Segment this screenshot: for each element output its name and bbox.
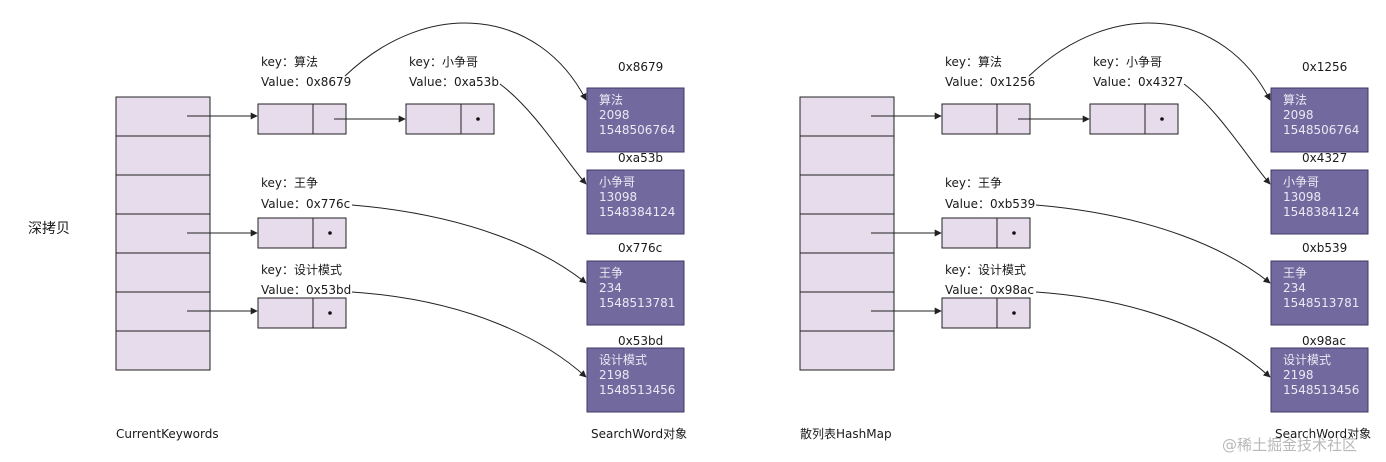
object-address: 0x8679	[618, 60, 663, 74]
pointer-dot	[476, 117, 480, 121]
search-word-object	[586, 169, 685, 235]
table-row	[115, 252, 211, 293]
object-field: 1548506764	[599, 123, 675, 137]
search-word-object	[586, 260, 685, 326]
search-word-object	[586, 347, 685, 413]
entry-key-label: key：小争哥	[1093, 55, 1162, 69]
search-word-object	[1270, 347, 1369, 413]
object-pointer-curve	[351, 291, 587, 378]
object-field: 2098	[1283, 108, 1314, 122]
diagram-2: key：算法 Value：0x1256 key：小争哥 Value：0x4327 key…	[799, 22, 1371, 441]
object-pointer-curve	[1035, 204, 1271, 284]
object-address: 0xa53b	[618, 151, 663, 165]
list-node	[257, 103, 347, 135]
list-node	[1089, 103, 1179, 135]
entry-key-label: key：王争	[261, 176, 318, 190]
table-row	[799, 252, 895, 293]
pointer-dot	[1160, 117, 1164, 121]
object-field: 算法	[1283, 92, 1307, 107]
object-field: 1548506764	[1283, 123, 1359, 137]
search-word-object	[1270, 260, 1369, 326]
table-row	[115, 135, 211, 176]
entry-value-label: Value：0x1256	[945, 75, 1035, 89]
object-field: 1548513781	[1283, 296, 1359, 310]
object-field: 2098	[599, 108, 630, 122]
object-field: 王争	[599, 266, 623, 280]
object-pointer-curve	[1028, 22, 1271, 101]
table-row	[115, 174, 211, 215]
diagram-1: key：算法 Value：0x8679 key：小争哥 Value：0xa53b key…	[115, 22, 687, 441]
entry-key-label: key：算法	[261, 54, 318, 69]
object-pointer-curve	[351, 204, 587, 284]
objects-label: SearchWord对象	[591, 427, 687, 441]
object-field: 1548513781	[599, 296, 675, 310]
object-field: 13098	[599, 190, 637, 204]
watermark: @稀土掘金技术社区	[1222, 436, 1357, 454]
side-title: 深拷贝	[28, 221, 70, 237]
object-field: 1548513456	[599, 383, 675, 397]
table-label: CurrentKeywords	[116, 427, 219, 441]
search-word-object	[1270, 87, 1369, 153]
table-row	[799, 135, 895, 176]
entry-value-label: Value：0xb539	[945, 197, 1035, 211]
pointer-dot	[328, 231, 332, 235]
object-field: 设计模式	[1283, 353, 1331, 367]
object-pointer-curve	[1183, 83, 1271, 185]
object-field: 13098	[1283, 190, 1321, 204]
table-row	[799, 174, 895, 215]
entry-key-label: key：王争	[945, 176, 1002, 190]
object-address: 0x1256	[1302, 60, 1347, 74]
pointer-dot	[1012, 311, 1016, 315]
table-row	[799, 330, 895, 371]
object-address: 0x53bd	[618, 334, 663, 348]
search-word-object	[1270, 169, 1369, 235]
list-node	[257, 297, 347, 329]
object-field: 王争	[1283, 266, 1307, 280]
object-pointer-curve	[344, 22, 587, 101]
object-address: 0x4327	[1302, 151, 1347, 165]
entry-key-label: key：设计模式	[945, 263, 1026, 277]
object-field: 算法	[599, 92, 623, 107]
object-pointer-curve	[499, 83, 587, 185]
list-node	[941, 217, 1031, 249]
object-field: 1548384124	[599, 205, 675, 219]
entry-key-label: key：设计模式	[261, 263, 342, 277]
object-field: 小争哥	[1283, 175, 1319, 189]
entry-value-label: Value：0x98ac	[945, 283, 1034, 297]
object-address: 0xb539	[1302, 241, 1347, 255]
object-address: 0x776c	[618, 241, 662, 255]
search-word-object	[586, 87, 685, 153]
object-field: 小争哥	[599, 175, 635, 189]
object-address: 0x98ac	[1302, 334, 1346, 348]
object-field: 2198	[599, 368, 630, 382]
entry-value-label: Value：0x53bd	[261, 283, 351, 297]
list-node	[941, 103, 1031, 135]
objects-label: SearchWord对象	[1275, 427, 1371, 441]
table-label: 散列表HashMap	[800, 426, 892, 441]
table-row	[115, 330, 211, 371]
object-field: 1548513456	[1283, 383, 1359, 397]
entry-key-label: key：算法	[945, 54, 1002, 69]
object-pointer-curve	[1035, 291, 1271, 378]
pointer-dot	[1012, 231, 1016, 235]
entry-value-label: Value：0x4327	[1093, 75, 1183, 89]
object-field: 设计模式	[599, 353, 647, 367]
object-field: 234	[599, 281, 622, 295]
list-node	[405, 103, 495, 135]
list-node	[257, 217, 347, 249]
object-field: 2198	[1283, 368, 1314, 382]
entry-key-label: key：小争哥	[409, 55, 478, 69]
object-field: 234	[1283, 281, 1306, 295]
list-node	[941, 297, 1031, 329]
entry-value-label: Value：0xa53b	[409, 75, 499, 89]
pointer-dot	[328, 311, 332, 315]
entry-value-label: Value：0x8679	[261, 75, 351, 89]
object-field: 1548384124	[1283, 205, 1359, 219]
entry-value-label: Value：0x776c	[261, 197, 350, 211]
